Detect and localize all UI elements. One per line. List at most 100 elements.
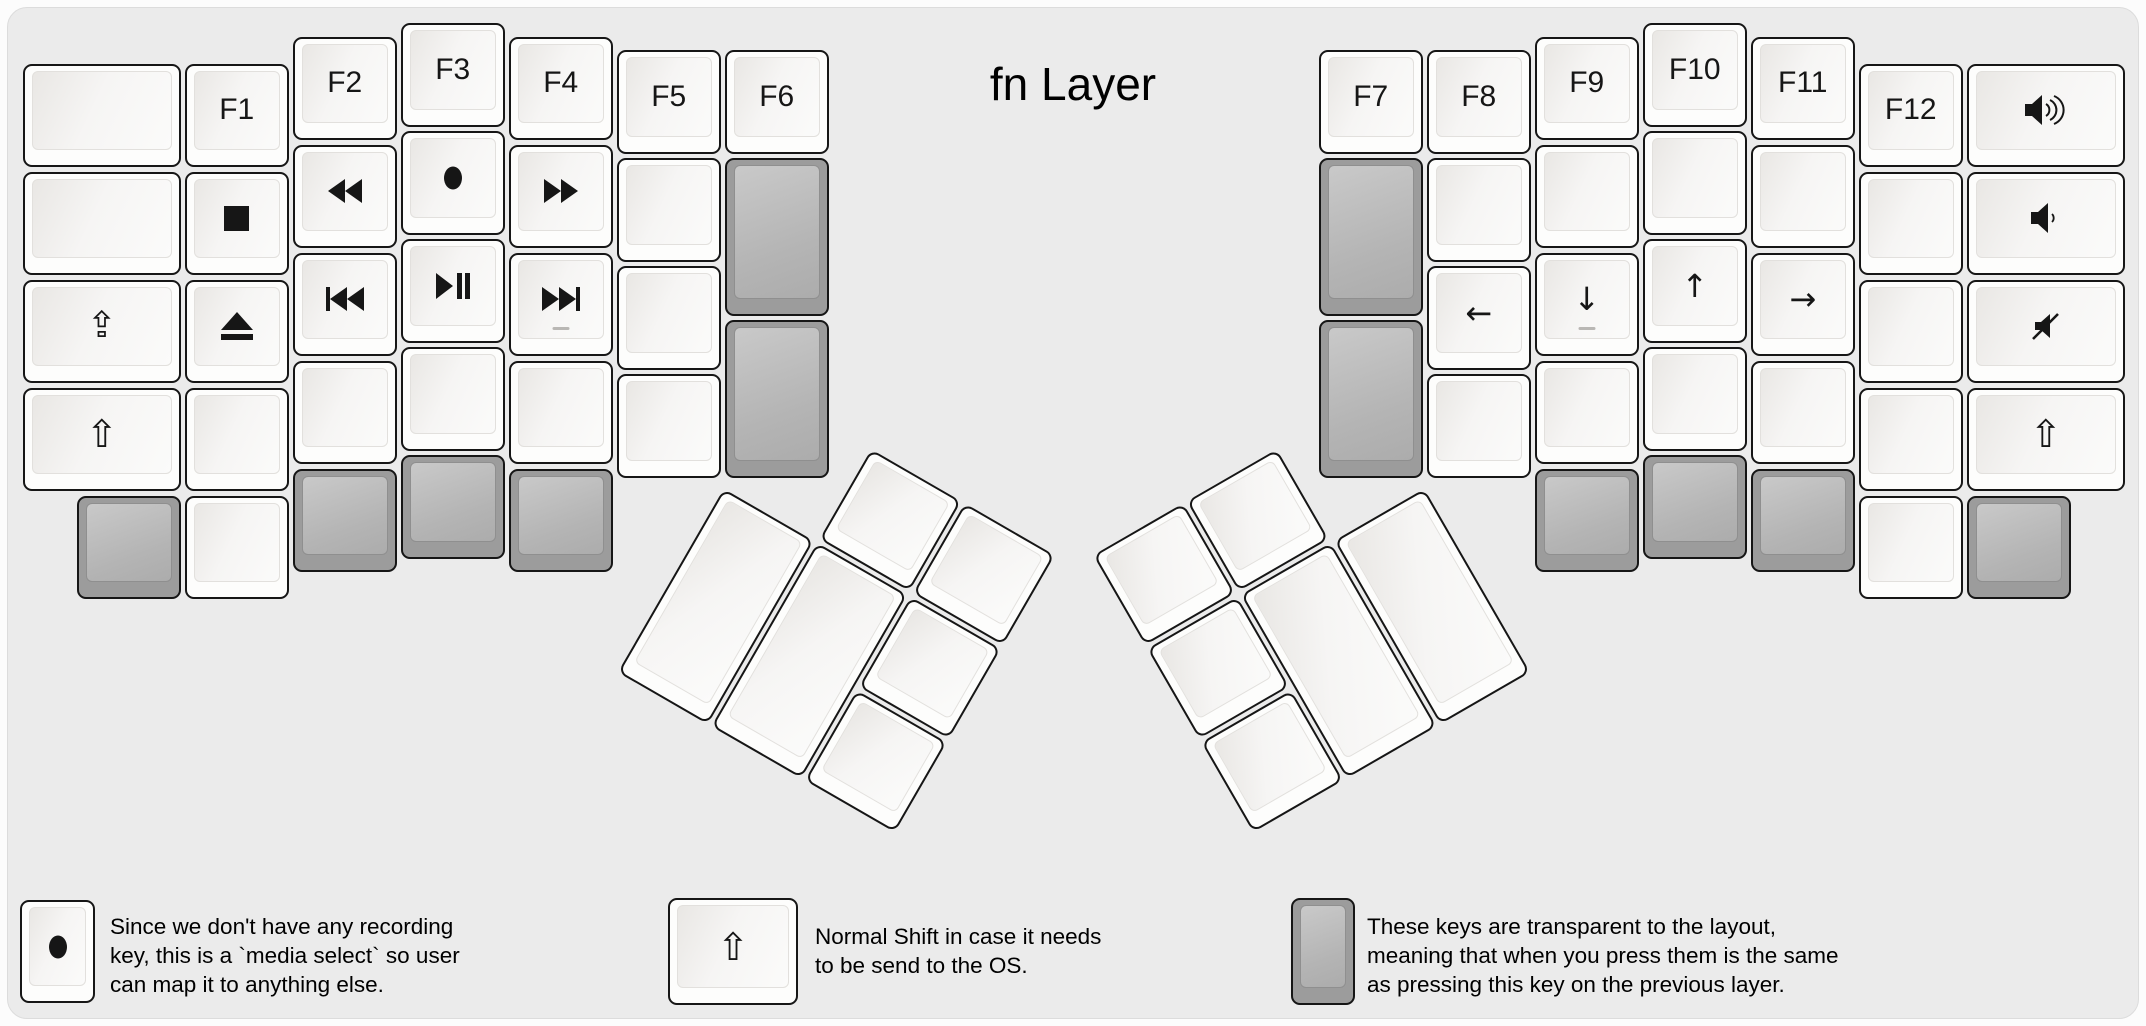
key-shift-right[interactable]: ⇧ (1967, 387, 2125, 491)
key-label: ⇧ (2029, 412, 2062, 457)
keycap: ↑ (1652, 246, 1738, 326)
key-eject[interactable] (185, 279, 289, 383)
key-transparent[interactable] (1751, 468, 1855, 572)
key-f9[interactable]: F9 (1535, 36, 1639, 140)
key-caps-lock[interactable]: ⇪ (23, 279, 181, 383)
key-blank[interactable] (185, 495, 289, 599)
keycap (410, 246, 496, 326)
key-f10[interactable]: F10 (1643, 23, 1747, 127)
key-f6[interactable]: F6 (725, 50, 829, 154)
key-transparent[interactable] (293, 468, 397, 572)
key-blank[interactable] (617, 374, 721, 478)
key-arrow-left[interactable]: ← (1427, 266, 1531, 370)
keycap (302, 259, 388, 339)
key-blank[interactable] (509, 360, 613, 464)
key-transparent[interactable] (725, 158, 829, 316)
key-blank[interactable] (401, 347, 505, 451)
key-f8[interactable]: F8 (1427, 50, 1531, 154)
key-transparent[interactable] (1643, 455, 1747, 559)
key-mute[interactable] (1967, 279, 2125, 383)
keycap (1544, 151, 1630, 231)
keycap: F1 (194, 70, 280, 150)
key-blank[interactable] (617, 158, 721, 262)
keycap (1868, 394, 1954, 474)
key-f11[interactable]: F11 (1751, 36, 1855, 140)
keycap (86, 502, 172, 582)
key-next-track[interactable] (509, 252, 613, 356)
key-blank[interactable] (1427, 158, 1531, 262)
key-play-pause[interactable] (401, 239, 505, 343)
keycap (1544, 475, 1630, 555)
key-blank[interactable] (1751, 360, 1855, 464)
keycap (1436, 165, 1522, 245)
key-blank[interactable] (23, 171, 181, 275)
key-f5[interactable]: F5 (617, 50, 721, 154)
key-blank[interactable] (293, 360, 397, 464)
key-label: F2 (327, 66, 363, 100)
key-transparent[interactable] (1535, 468, 1639, 572)
key-volume-up[interactable] (1967, 63, 2125, 167)
key-arrow-right[interactable]: → (1751, 252, 1855, 356)
keycap (1868, 502, 1954, 582)
key-f4[interactable]: F4 (509, 36, 613, 140)
key-transparent[interactable] (725, 320, 829, 478)
key-fast-forward[interactable] (509, 144, 613, 248)
key-label: ↑ (1681, 266, 1709, 305)
volume-up-icon (2024, 95, 2067, 126)
keycap (1868, 178, 1954, 258)
key-blank[interactable] (1859, 171, 1963, 275)
key-transparent[interactable] (401, 455, 505, 559)
key-blank[interactable] (1535, 144, 1639, 248)
key-blank[interactable] (185, 387, 289, 491)
key-arrow-down[interactable]: ↓ (1535, 252, 1639, 356)
keycap (1652, 138, 1738, 218)
keycap (29, 907, 86, 986)
key-f2[interactable]: F2 (293, 36, 397, 140)
key-blank[interactable] (1535, 360, 1639, 464)
key-record[interactable] (401, 131, 505, 235)
keycap (194, 502, 280, 582)
keycap: ← (1436, 273, 1522, 353)
keycap: F8 (1436, 57, 1522, 137)
key-volume-down[interactable] (1967, 171, 2125, 275)
keycap: ⇪ (32, 286, 172, 366)
key-transparent[interactable] (509, 468, 613, 572)
key-f12[interactable]: F12 (1859, 63, 1963, 167)
prev-track-icon (325, 286, 364, 312)
key-transparent[interactable] (1319, 320, 1423, 478)
mute-icon (2031, 311, 2061, 341)
key-prev-track[interactable] (293, 252, 397, 356)
key-label: F10 (1668, 52, 1721, 86)
key-transparent[interactable] (1967, 495, 2071, 599)
key-blank[interactable] (1751, 144, 1855, 248)
key-rewind[interactable] (293, 144, 397, 248)
keycap (302, 151, 388, 231)
keycap (518, 151, 604, 231)
key-f1[interactable]: F1 (185, 63, 289, 167)
key-blank[interactable] (1859, 387, 1963, 491)
keycap (1976, 286, 2116, 366)
keycap (302, 475, 388, 555)
key-blank[interactable] (1427, 374, 1531, 478)
keycap: ⇧ (677, 905, 789, 988)
key-label: ⇧ (85, 412, 118, 457)
keycap (194, 394, 280, 474)
key-blank[interactable] (1859, 495, 1963, 599)
key-f7[interactable]: F7 (1319, 50, 1423, 154)
key-blank[interactable] (1859, 279, 1963, 383)
key-transparent[interactable] (77, 495, 181, 599)
key-blank[interactable] (23, 63, 181, 167)
key-blank[interactable] (617, 266, 721, 370)
key-stop[interactable] (185, 171, 289, 275)
key-arrow-up[interactable]: ↑ (1643, 239, 1747, 343)
key-label: → (1789, 280, 1817, 319)
key-transparent[interactable] (1319, 158, 1423, 316)
legend-line: meaning that when you press them is the … (1367, 943, 1839, 968)
key-blank[interactable] (1643, 131, 1747, 235)
keycap (1328, 165, 1414, 299)
key-f3[interactable]: F3 (401, 23, 505, 127)
keycap (1544, 367, 1630, 447)
key-shift-left[interactable]: ⇧ (23, 387, 181, 491)
keycap (1652, 462, 1738, 542)
key-blank[interactable] (1643, 347, 1747, 451)
